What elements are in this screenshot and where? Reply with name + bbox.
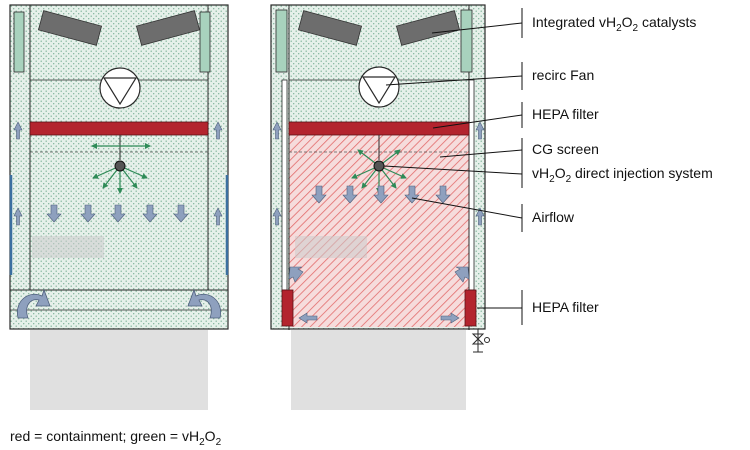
catalyst-mount-left-r: [275, 9, 288, 73]
fan-icon-right: [358, 66, 400, 108]
injection-system-left: [91, 135, 151, 194]
catalyst-mount-right: [199, 11, 211, 73]
cabinet-base-left: [30, 330, 208, 410]
catalyst-block-left-r: [297, 10, 363, 46]
label-catalysts: Integrated vH2O2 catalysts: [532, 14, 696, 34]
label-airflow: Airflow: [532, 209, 575, 225]
valve-icon: [471, 329, 490, 353]
cabinet-base-right: [291, 330, 466, 410]
hepa-filter-bottom-right: [464, 289, 477, 327]
fan-icon: [99, 67, 141, 109]
injection-system-right: [351, 135, 407, 194]
hepa-filter-top-right: [288, 121, 470, 136]
airflow-arrows-left: [13, 121, 223, 226]
label-recirc-fan: recirc Fan: [532, 67, 594, 83]
catalyst-mount-left: [13, 11, 25, 73]
curved-arrows-left: [16, 288, 222, 319]
catalyst-block-left: [37, 10, 103, 46]
cabinet-right: [270, 4, 490, 410]
legend-caption: red = containment; green = vH2O2: [10, 428, 222, 448]
catalyst-block-right: [135, 10, 201, 46]
work-object-right: [295, 236, 367, 258]
hepa-filter-top-left: [29, 121, 209, 136]
label-hepa-top: HEPA filter: [532, 106, 599, 122]
side-duct-right: [468, 79, 475, 291]
hepa-filter-bottom-left: [281, 289, 294, 327]
label-cg-screen: CG screen: [532, 141, 599, 157]
work-object-left: [32, 236, 104, 258]
side-duct-left: [281, 79, 288, 291]
cabinet-left: [9, 4, 229, 410]
label-injection-system: vH2O2 direct injection system: [532, 165, 713, 185]
catalyst-mount-right-r: [460, 9, 473, 73]
callout-lines: [383, 8, 523, 325]
label-hepa-bottom: HEPA filter: [532, 299, 599, 315]
catalyst-block-right-r: [395, 10, 461, 46]
